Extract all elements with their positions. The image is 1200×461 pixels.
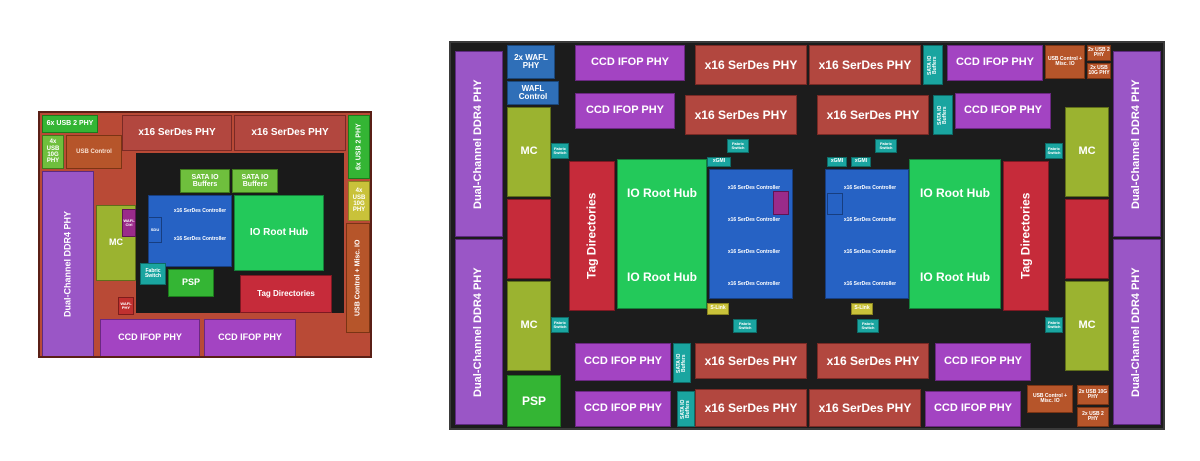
ccd-ifop-phy-block: CCD IFOP PHY (925, 391, 1021, 427)
fabric-switch-block: Fabric Switch (1045, 317, 1063, 333)
serdes-controller-label: x16 SerDes Controller (843, 217, 897, 224)
serdes-controller-label: x16 SerDes Controller (173, 208, 227, 215)
xgmi-block: xGMI (707, 157, 731, 167)
serdes-controller-block (148, 195, 232, 267)
usb-control-misc-block: USB Control + Misc. IO (346, 223, 370, 333)
usb10g-phy-block: 2x USB 10G PHY (1087, 63, 1111, 79)
ccd-ifop-phy-block: CCD IFOP PHY (947, 45, 1043, 81)
serdes-controller-label: x16 SerDes Controller (173, 236, 227, 243)
serdes-phy-block: x16 SerDes PHY (695, 343, 807, 379)
memory-controller-block: MC (507, 281, 551, 371)
serdes-controller-label: x16 SerDes Controller (727, 185, 781, 192)
ccd-ifop-phy-block: CCD IFOP PHY (575, 45, 685, 81)
usb10g-phy-block: 4x USB 10G PHY (42, 135, 64, 169)
tag-directories-block: Tag Directories (1003, 161, 1049, 311)
ccd-ifop-phy-block: CCD IFOP PHY (100, 319, 200, 356)
memory-controller-block: MC (507, 107, 551, 197)
cache-region (507, 199, 551, 279)
fabric-switch-block: Fabric Switch (140, 263, 166, 285)
wafl-phy-block: 2x WAFL PHY (507, 45, 555, 79)
s-link-block: S-Link (707, 303, 729, 315)
fabric-switch-block: Fabric Switch (875, 139, 897, 153)
memory-controller-block: MC (1065, 281, 1109, 371)
ddr4-phy-block: Dual-Channel DDR4 PHY (455, 51, 503, 237)
io-root-hub-block (909, 159, 1001, 309)
usb2-phy-block: 2x USB 2 PHY (1077, 407, 1109, 427)
serdes-phy-block: x16 SerDes PHY (234, 115, 346, 151)
serdes-phy-block: x16 SerDes PHY (122, 115, 232, 151)
usb-control-misc-block: USB Control + Misc. IO (1027, 385, 1073, 413)
fabric-switch-block: Fabric Switch (551, 143, 569, 159)
left-die: 6x USB 2 PHY 4x USB 10G PHY USB Control … (38, 111, 372, 358)
usb2-phy-block: 6x USB 2 PHY (348, 115, 370, 179)
serdes-controller-core (709, 169, 793, 299)
io-root-hub-label: IO Root Hub (627, 269, 697, 284)
usb-control-misc-block: USB Control + Misc. IO (1045, 45, 1085, 79)
fabric-switch-block: Fabric Switch (727, 139, 749, 153)
fabric-switch-block: Fabric Switch (857, 319, 879, 333)
serdes-controller-label: x16 SerDes Controller (727, 249, 781, 256)
serdes-phy-block: x16 SerDes PHY (809, 389, 921, 427)
serdes-phy-block: x16 SerDes PHY (695, 45, 807, 85)
ccd-ifop-phy-block: CCD IFOP PHY (935, 343, 1031, 381)
tag-directories-block: Tag Directories (569, 161, 615, 311)
xgmi-block: xGMI (851, 157, 871, 167)
serdes-controller-label: x16 SerDes Controller (727, 281, 781, 288)
sata-io-block: SATA IO Buffers (677, 391, 695, 427)
tag-directories-block: Tag Directories (240, 275, 332, 313)
ccd-ifop-phy-block: CCD IFOP PHY (204, 319, 296, 356)
io-root-hub-label: IO Root Hub (920, 269, 990, 284)
wafl-control-block: WAFL Control (507, 81, 559, 105)
io-root-hub-label: IO Root Hub (627, 185, 697, 200)
sata-io-block: SATA IO Buffers (232, 169, 278, 193)
misc-block (827, 193, 843, 215)
right-die: Dual-Channel DDR4 PHY Dual-Channel DDR4 … (449, 41, 1165, 430)
ddr4-phy-block: Dual-Channel DDR4 PHY (1113, 51, 1161, 237)
sata-io-block: SATA IO Buffers (673, 343, 691, 383)
fabric-switch-block: Fabric Switch (1045, 143, 1063, 159)
s-link-block: S-Link (851, 303, 873, 315)
serdes-phy-block: x16 SerDes PHY (809, 45, 921, 85)
fabric-switch-block: Fabric Switch (733, 319, 757, 333)
serdes-phy-block: x16 SerDes PHY (817, 95, 929, 135)
sata-io-block: SATA IO Buffers (180, 169, 230, 193)
serdes-phy-block: x16 SerDes PHY (695, 389, 807, 427)
sdu-block: SDU (148, 217, 162, 243)
serdes-phy-block: x16 SerDes PHY (817, 343, 929, 379)
ccd-ifop-phy-block: CCD IFOP PHY (955, 93, 1051, 129)
ccd-ifop-phy-block: CCD IFOP PHY (575, 343, 671, 381)
serdes-controller-core (825, 169, 909, 299)
ccd-ifop-phy-block: CCD IFOP PHY (575, 391, 671, 427)
sata-io-block: SATA IO Buffers (933, 95, 953, 135)
memory-controller-block: MC (1065, 107, 1109, 197)
usb-control-block: USB Control (66, 135, 122, 169)
cache-region (1065, 199, 1109, 279)
serdes-phy-block: x16 SerDes PHY (685, 95, 797, 135)
ddr4-phy-block: Dual-Channel DDR4 PHY (1113, 239, 1161, 425)
usb2-phy-block: 2x USB 2 PHY (1087, 45, 1111, 61)
usb10g-phy-block: 2x USB 10G PHY (1077, 385, 1109, 405)
misc-block (773, 191, 789, 215)
misc-block: WAFL PHY (118, 297, 134, 315)
sata-io-block: SATA IO Buffers (923, 45, 943, 85)
usb10g-phy-block: 4x USB 10G PHY (348, 181, 370, 221)
serdes-controller-label: x16 SerDes Controller (843, 281, 897, 288)
wafl-control-block: WAFL Ctrl (122, 209, 136, 237)
psp-block: PSP (168, 269, 214, 297)
ddr4-phy-block: Dual-Channel DDR4 PHY (42, 171, 94, 356)
fabric-switch-block: Fabric Switch (551, 317, 569, 333)
usb2-phy-block: 6x USB 2 PHY (42, 115, 98, 133)
psp-block: PSP (507, 375, 561, 427)
xgmi-block: xGMI (827, 157, 847, 167)
serdes-controller-label: x16 SerDes Controller (843, 185, 897, 192)
ddr4-phy-block: Dual-Channel DDR4 PHY (455, 239, 503, 425)
serdes-controller-label: x16 SerDes Controller (843, 249, 897, 256)
io-root-hub-block: IO Root Hub (234, 195, 324, 271)
io-root-hub-block (617, 159, 707, 309)
ccd-ifop-phy-block: CCD IFOP PHY (575, 93, 675, 129)
serdes-controller-label: x16 SerDes Controller (727, 217, 781, 224)
io-root-hub-label: IO Root Hub (920, 185, 990, 200)
